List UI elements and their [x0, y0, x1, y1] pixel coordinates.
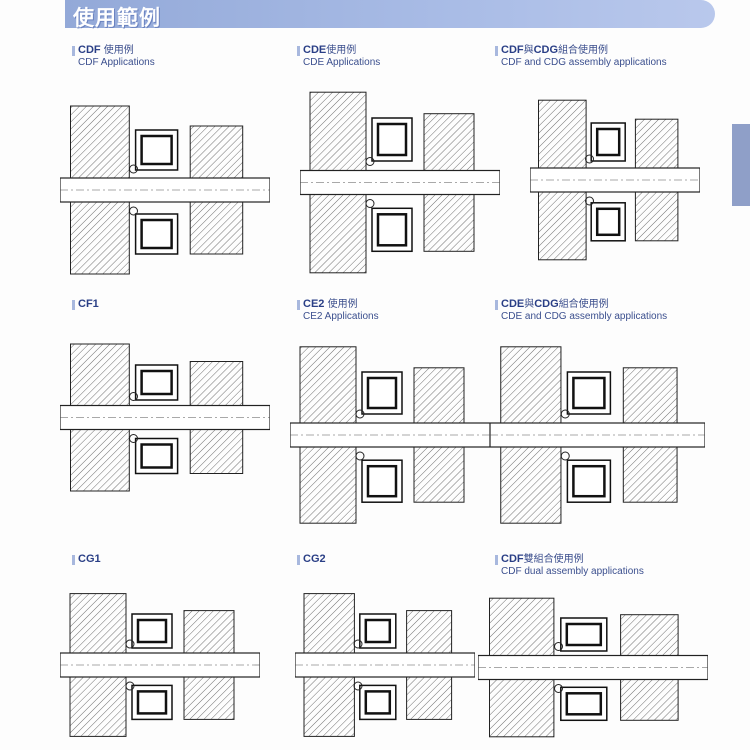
coil	[140, 134, 173, 166]
clutch-assembly-drawing	[530, 99, 700, 261]
bearing	[129, 434, 138, 443]
title-cn: 使用例	[324, 299, 358, 310]
coil	[595, 207, 621, 237]
model-code: CDF	[501, 44, 524, 56]
model-code: CDF	[501, 553, 524, 565]
coil	[366, 464, 398, 498]
figure-title: CDF與CDG組合使用例	[495, 44, 725, 57]
coil	[140, 218, 173, 250]
figure-title: CDE使用例	[297, 44, 527, 57]
title-cn: 使用例	[326, 45, 357, 56]
section-title: 使用範例	[73, 6, 161, 30]
model-code: CDE	[303, 44, 327, 56]
figure-title: CDE與CDG組合使用例	[495, 298, 725, 311]
figure-subtitle: CDF and CDG assembly applications	[501, 57, 667, 68]
clutch-assembly-drawing	[295, 593, 475, 737]
bearing	[129, 164, 138, 174]
coil	[136, 618, 168, 644]
model-code: CG2	[303, 553, 326, 565]
clutch-assembly-drawing	[290, 346, 490, 524]
coil	[565, 692, 603, 716]
bearing	[355, 451, 365, 461]
figure-subtitle: CDE and CDG assembly applications	[501, 311, 668, 322]
clutch-assembly-drawing	[490, 346, 705, 524]
bearing	[353, 681, 363, 691]
figure-subtitle: CDF Applications	[78, 57, 155, 68]
bearing	[355, 409, 365, 419]
bearing	[353, 639, 363, 649]
coil	[140, 369, 173, 396]
figure-subtitle: CE2 Applications	[303, 311, 379, 322]
figure-caption: CF1	[72, 298, 302, 311]
coil	[595, 127, 621, 157]
title-cn: 使用例	[100, 45, 134, 56]
figure-title: CE2 使用例	[297, 298, 527, 311]
figure-title: CG2	[297, 553, 527, 566]
coil	[366, 376, 398, 410]
coil	[140, 443, 173, 469]
clutch-assembly-drawing	[60, 343, 270, 492]
section-header: 使用範例	[65, 0, 715, 30]
clutch-assembly-drawing	[60, 593, 260, 737]
figure-title: CF1	[72, 298, 302, 311]
model-code: CDF	[78, 44, 101, 56]
title-cn: 與	[523, 45, 534, 56]
coil	[136, 690, 168, 715]
bearing	[554, 642, 563, 651]
coil	[364, 690, 392, 715]
bearing	[125, 681, 135, 691]
figure-subtitle: CDE Applications	[303, 57, 381, 68]
figure-caption: CG2	[297, 553, 527, 566]
clutch-assembly-drawing	[60, 105, 270, 275]
figure-title: CDF 使用例	[72, 44, 302, 57]
figure-title: CG1	[72, 553, 302, 566]
bearing	[560, 451, 570, 461]
model-code-2: CDG	[534, 298, 559, 310]
bearing	[560, 409, 570, 419]
bearing	[585, 196, 594, 206]
coil	[572, 376, 606, 410]
coil	[572, 464, 606, 498]
title-cn-2: 組合使用例	[558, 299, 609, 310]
coil	[376, 213, 408, 247]
figure-subtitle: CDF dual assembly applications	[501, 566, 644, 577]
figure-title: CDF雙組合使用例	[495, 553, 725, 566]
title-cn: 雙組合使用例	[523, 554, 584, 565]
coil	[364, 618, 392, 644]
model-code: CE2	[303, 298, 325, 310]
bearing	[365, 199, 375, 208]
clutch-assembly-drawing	[300, 91, 500, 274]
clutch-assembly-drawing	[478, 597, 708, 738]
bearing	[585, 154, 594, 164]
bearing	[554, 684, 563, 693]
bearing	[365, 157, 375, 166]
side-index-tab	[732, 124, 750, 206]
model-code: CF1	[78, 298, 99, 310]
bearing	[129, 392, 138, 401]
figure-caption: CG1	[72, 553, 302, 566]
bearing	[125, 639, 135, 649]
title-cn: 與	[524, 299, 535, 310]
title-cn-2: 組合使用例	[558, 45, 609, 56]
model-code: CDE	[501, 298, 525, 310]
coil	[565, 622, 603, 647]
model-code: CG1	[78, 553, 101, 565]
bearing	[129, 206, 138, 216]
model-code-2: CDG	[533, 44, 559, 56]
coil	[376, 122, 408, 157]
